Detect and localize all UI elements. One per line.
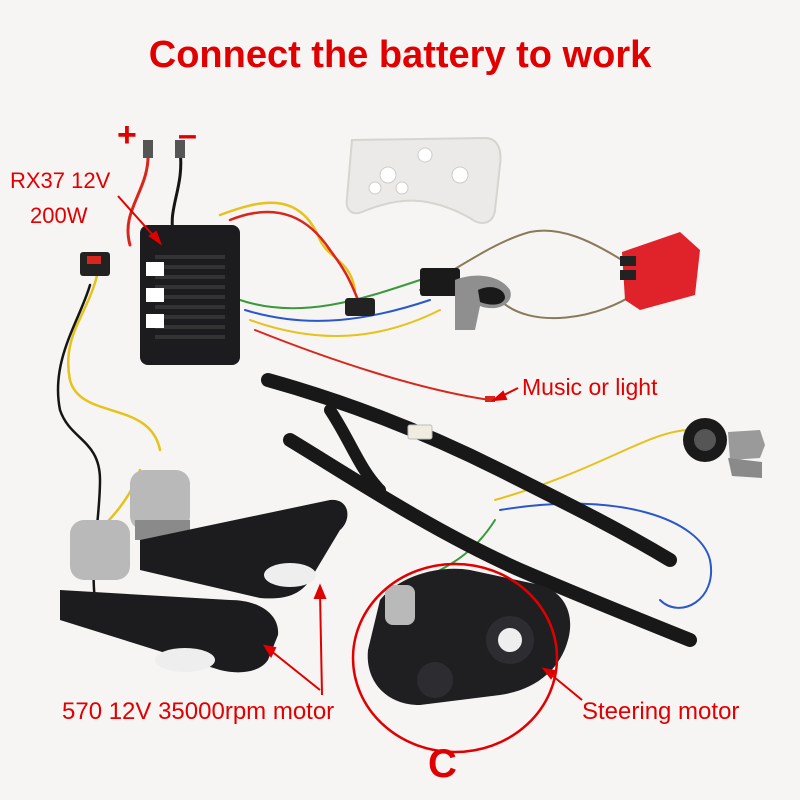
drive-motor-gearbox-2 (60, 520, 279, 673)
push-switch (345, 298, 375, 316)
remote-control (345, 136, 502, 224)
variant-letter-label: C (428, 742, 457, 786)
negative-terminal-label: – (178, 116, 197, 154)
power-switch (80, 252, 110, 276)
controller-power-label: 200W (30, 203, 88, 228)
positive-terminal-label: + (117, 116, 137, 154)
wire-sleeves (261, 373, 697, 647)
key-switch (683, 418, 765, 478)
drive-motor-label: 570 12V 35000rpm motor (62, 698, 335, 725)
music-connector (407, 396, 495, 440)
controller-box (140, 225, 240, 365)
steering-highlight-circle (351, 562, 559, 754)
music-light-label: Music or light (522, 374, 658, 400)
red-pedal-switch (620, 232, 700, 310)
controller-model-label: RX37 12V (10, 168, 111, 193)
steering-motor-gearbox (351, 562, 571, 754)
annotation-arrows (117, 195, 583, 701)
battery-leads (143, 140, 185, 158)
drive-motor-gearbox-1 (130, 470, 348, 599)
page-title: Connect the battery to work (148, 34, 652, 76)
gear-shifter (420, 268, 511, 330)
steering-motor-label: Steering motor (582, 698, 740, 725)
wires (56, 148, 713, 609)
